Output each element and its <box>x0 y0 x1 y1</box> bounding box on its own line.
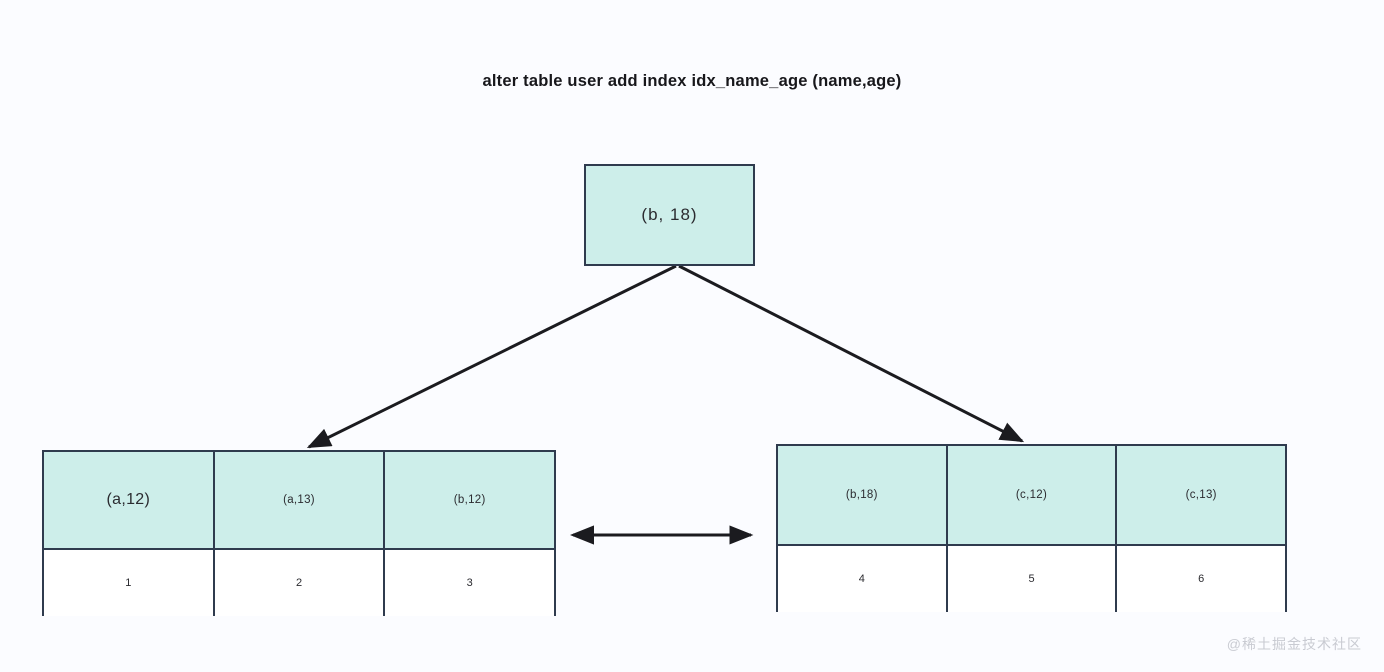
leaf-left-key-row: (a,12) (a,13) (b,12) <box>44 452 554 550</box>
leaf-node-left: (a,12) (a,13) (b,12) 1 2 3 <box>42 450 556 616</box>
leaf-node-right: (b,18) (c,12) (c,13) 4 5 6 <box>776 444 1287 612</box>
leaf-left-key-cell: (a,12) <box>44 452 215 548</box>
leaf-left-value-row: 1 2 3 <box>44 550 554 616</box>
leaf-right-key-cell: (b,18) <box>778 446 948 544</box>
leaf-right-key-cell: (c,13) <box>1185 489 1217 501</box>
root-node: (b, 18) <box>584 164 755 266</box>
root-node-label: (b, 18) <box>641 205 698 224</box>
leaf-right-key-cell: (c,12) <box>948 446 1118 544</box>
leaf-left-value-cell: 1 <box>44 550 215 616</box>
root-to-right-leaf-arrow <box>678 264 1025 443</box>
leaf-left-key-cell: (b,12) <box>453 494 486 506</box>
leaf-right-value-cell: 5 <box>948 546 1118 612</box>
root-to-left-leaf-arrow <box>306 264 677 449</box>
watermark: @稀土掘金技术社区 <box>1226 636 1362 652</box>
leaf-left-key-cell: (a,13) <box>215 452 386 548</box>
leaf-left-value-cell: 2 <box>215 550 386 616</box>
leaf-right-value-cell: 6 <box>1198 573 1205 585</box>
diagram-title: alter table user add index idx_name_age … <box>482 72 902 90</box>
leaf-right-value-cell: 4 <box>778 546 948 612</box>
leaf-right-key-row: (b,18) (c,12) (c,13) <box>778 446 1285 546</box>
leaf-right-value-row: 4 5 6 <box>778 546 1285 612</box>
leaf-left-value-cell: 3 <box>466 577 473 589</box>
